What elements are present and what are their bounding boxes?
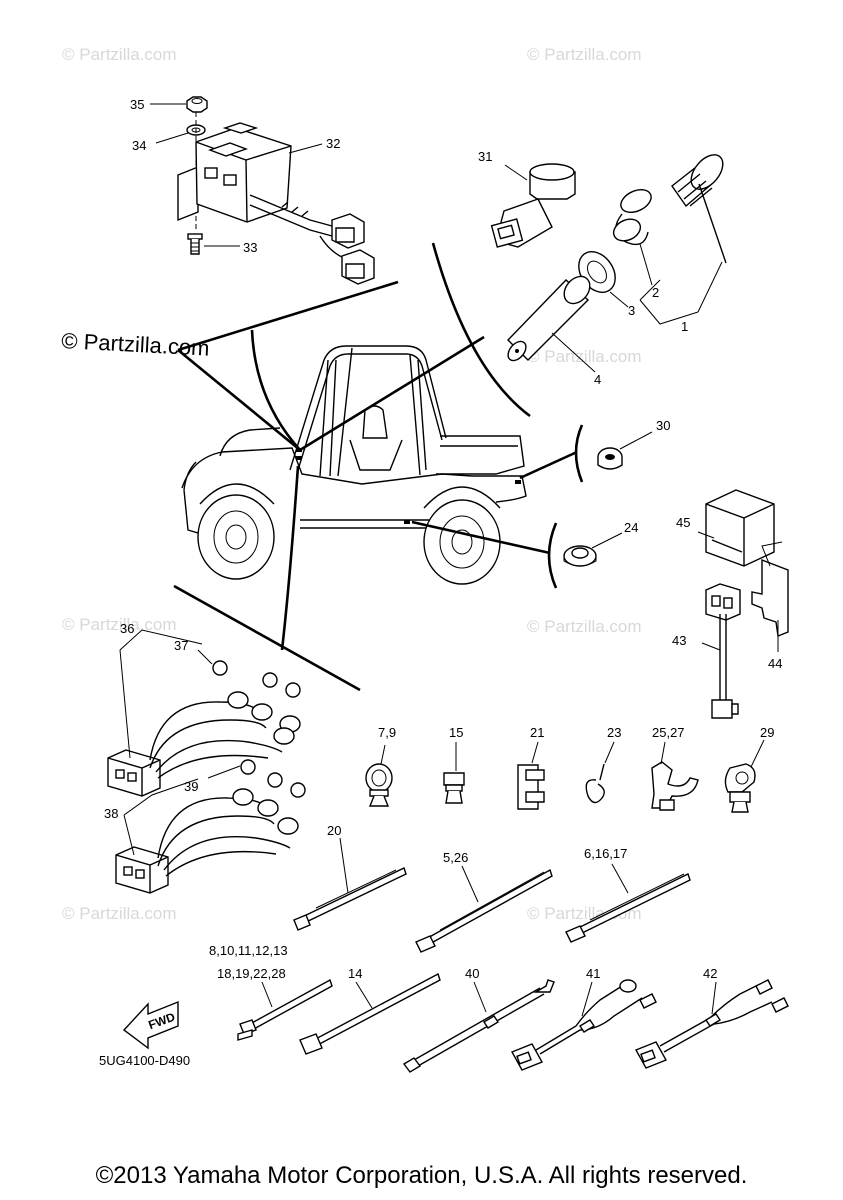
light-harness-upper-icon: [107, 629, 301, 797]
callout-38: 38: [104, 806, 119, 821]
switch-assembly-icon: [177, 122, 375, 285]
lead-wire-41-icon: [511, 979, 657, 1071]
callout-44: 44: [768, 656, 783, 671]
wire-harness-icon: [701, 583, 741, 719]
callout-30: 30: [656, 418, 671, 433]
callout-14: 14: [348, 966, 363, 981]
cable-tie-6-icon: [565, 863, 691, 943]
watermark: © Partzilla.com: [527, 617, 642, 636]
callout-23: 23: [607, 725, 622, 740]
callout-24: 24: [624, 520, 639, 535]
light-harness-lower-icon: [115, 759, 306, 894]
relay-icon: [697, 489, 775, 567]
callout-3: 3: [628, 303, 636, 318]
watermark: © Partzilla.com: [62, 615, 177, 634]
copyright-notice: ©2013 Yamaha Motor Corporation, U.S.A. A…: [95, 1162, 748, 1189]
callout-5-26: 5,26: [443, 850, 469, 865]
watermark: © Partzilla.com: [527, 45, 642, 64]
callout-2: 2: [652, 285, 660, 300]
clip-29-icon: [724, 739, 765, 813]
callout-33: 33: [243, 240, 258, 255]
callout-18-19-22-28: 18,19,22,28: [217, 966, 286, 981]
lead-wire-42-icon: [635, 979, 789, 1069]
forward-arrow-icon: [122, 1000, 179, 1050]
clip-25-icon: [651, 741, 699, 811]
bolt-icon: [187, 233, 240, 255]
callout-36: 36: [120, 621, 135, 636]
cap-icon: [612, 188, 653, 286]
callout-20: 20: [327, 823, 342, 838]
bracket-icon: [751, 541, 789, 652]
callout-37: 37: [174, 638, 189, 653]
clip-21-icon: [517, 741, 545, 810]
callout-34: 34: [132, 138, 147, 153]
callout-40: 40: [465, 966, 480, 981]
diagram-code: 5UG4100-D490: [99, 1053, 191, 1068]
socket-icon: [671, 154, 727, 264]
clip-7-icon: [365, 744, 393, 807]
callout-39: 39: [184, 779, 199, 794]
cable-tie-5-icon: [415, 865, 553, 953]
watermark: © Partzilla.com: [62, 904, 177, 923]
ring-grommet-icon: [563, 532, 623, 567]
callout-29: 29: [760, 725, 775, 740]
watermark: © Partzilla.com: [62, 45, 177, 64]
nut-icon: [150, 96, 208, 113]
callout-21: 21: [530, 725, 545, 740]
sleeve-icon: [507, 275, 596, 373]
callout-8-10-11-12-13: 8,10,11,12,13: [209, 943, 288, 958]
callout-32: 32: [326, 136, 341, 151]
callout-45: 45: [676, 515, 691, 530]
cable-tie-14-icon: [299, 972, 441, 1055]
watermark: © Partzilla.com: [527, 347, 642, 366]
callout-25-27: 25,27: [652, 725, 685, 740]
pressure-switch-icon: [490, 163, 576, 248]
lead-wire-40-icon: [402, 979, 555, 1073]
callout-15: 15: [449, 725, 464, 740]
callout-31: 31: [478, 149, 493, 164]
cable-tie-20-icon: [293, 837, 407, 931]
callout-35: 35: [130, 97, 145, 112]
utv-vehicle-icon: [181, 345, 527, 585]
callout-43: 43: [672, 633, 687, 648]
callout-42: 42: [703, 966, 718, 981]
callout-6-16-17: 6,16,17: [584, 846, 628, 861]
washer-icon: [155, 124, 206, 144]
grommet-icon: [597, 431, 653, 470]
cable-tie-18-icon: [237, 978, 333, 1041]
callout-4: 4: [594, 372, 602, 387]
callout-7-9: 7,9: [378, 725, 397, 740]
callout-41: 41: [586, 966, 601, 981]
clip-15-icon: [443, 742, 465, 804]
clip-23-icon: [585, 741, 615, 804]
callout-1: 1: [681, 319, 689, 334]
